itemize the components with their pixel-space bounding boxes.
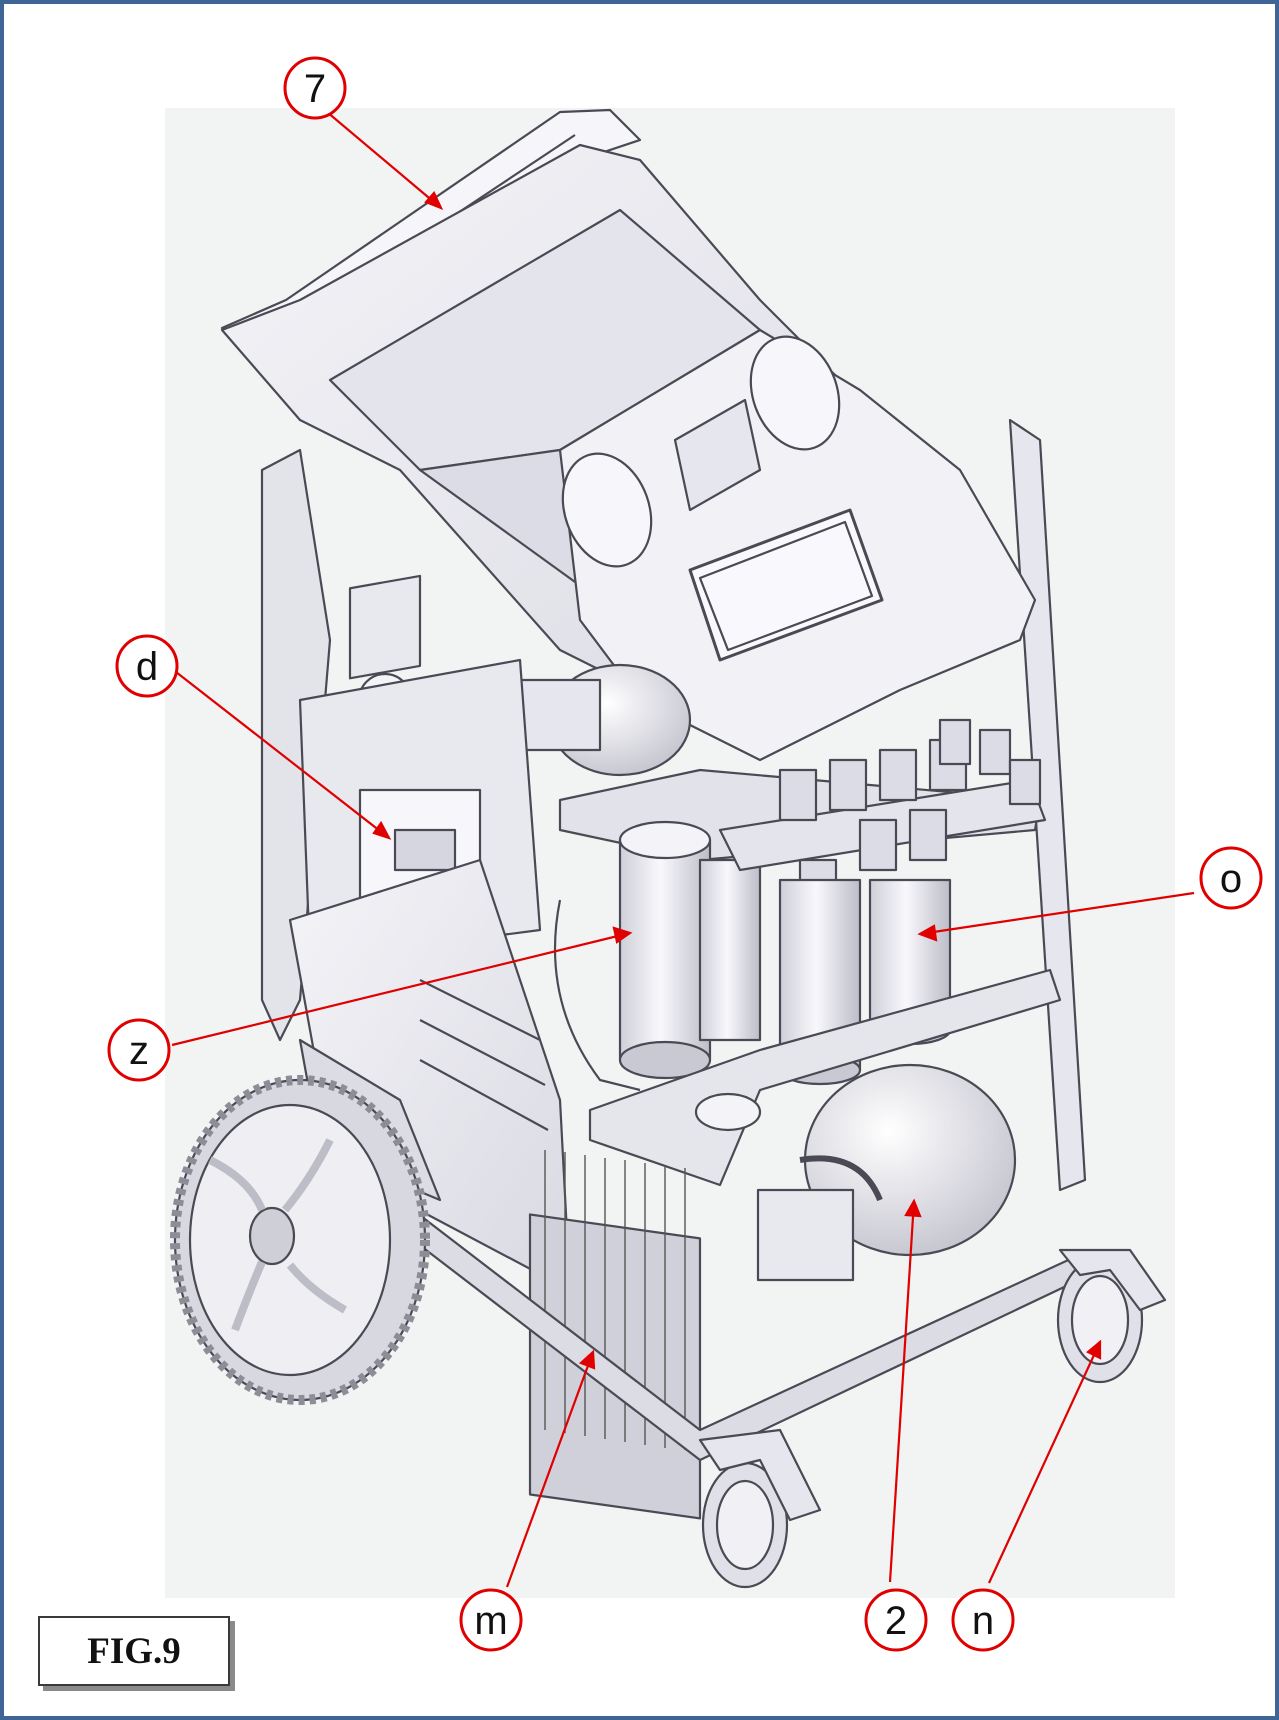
front-caster-left	[698, 1428, 822, 1589]
callout-z: z	[107, 1018, 171, 1082]
svg-text:o: o	[1220, 857, 1242, 901]
callout-m: m	[459, 1588, 523, 1652]
callout-7: 7	[283, 56, 347, 120]
callout-o: o	[1199, 846, 1263, 910]
svg-text:2: 2	[885, 1599, 907, 1643]
filter-cylinder	[618, 838, 712, 1062]
rear-frame	[260, 448, 332, 1042]
lower-deck	[588, 968, 1062, 1187]
callout-n: n	[951, 1588, 1015, 1652]
compressor-box	[756, 1188, 855, 1282]
callout-2: 2	[864, 1588, 928, 1652]
callout-arrows	[171, 111, 1195, 1588]
svg-text:7: 7	[304, 67, 326, 111]
svg-text:d: d	[136, 645, 158, 689]
svg-text:n: n	[972, 1599, 994, 1643]
svg-text:z: z	[129, 1029, 149, 1073]
front-caster-right	[1056, 1248, 1167, 1384]
printer-slot	[673, 398, 762, 512]
callout-d: d	[115, 634, 179, 698]
svg-text:m: m	[474, 1599, 507, 1643]
machine-illustration	[170, 108, 1167, 1589]
cooling-fan	[348, 574, 422, 680]
display-screen	[688, 508, 884, 662]
rear-wheel	[170, 1075, 430, 1405]
figure-label: FIG.9	[38, 1616, 230, 1686]
left-gauge	[561, 452, 653, 568]
right-gauge	[749, 335, 841, 451]
